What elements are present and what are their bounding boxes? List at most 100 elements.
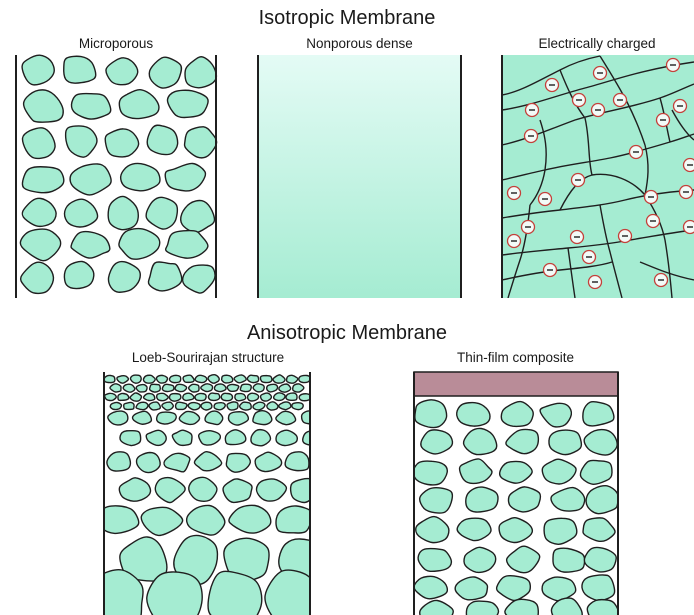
skin-pore bbox=[124, 402, 134, 409]
support-pore bbox=[507, 546, 540, 573]
support-pore bbox=[107, 452, 130, 471]
skin-pore bbox=[123, 384, 135, 392]
skin-pore bbox=[260, 376, 271, 383]
support-pore bbox=[194, 452, 221, 471]
skin-pore bbox=[267, 402, 278, 410]
support-pore bbox=[251, 430, 270, 446]
skin-pore bbox=[130, 375, 141, 383]
support-pore bbox=[155, 478, 185, 503]
negative-charge-icon bbox=[645, 191, 658, 204]
pore-particle bbox=[20, 229, 60, 261]
skin-pore bbox=[183, 375, 194, 382]
support-pore bbox=[291, 479, 320, 503]
skin-pore bbox=[162, 384, 174, 391]
support-pore bbox=[501, 402, 533, 427]
support-pore bbox=[506, 429, 538, 453]
negative-charge-icon bbox=[526, 104, 539, 117]
negative-charge-icon bbox=[589, 276, 602, 289]
pore-particle bbox=[66, 126, 97, 157]
pore-particle bbox=[146, 197, 177, 229]
skin-pore bbox=[274, 393, 285, 401]
support-pore bbox=[553, 548, 585, 572]
support-pore bbox=[466, 487, 498, 512]
microporous-particles bbox=[20, 55, 216, 293]
pore-particle bbox=[108, 262, 140, 293]
skin-pore bbox=[279, 402, 291, 410]
support-pore bbox=[587, 600, 618, 615]
negative-charge-icon bbox=[508, 187, 521, 200]
skin-pore bbox=[279, 384, 291, 392]
skin-pore bbox=[176, 402, 187, 409]
negative-charge-icon bbox=[684, 159, 694, 172]
support-pore bbox=[551, 488, 585, 511]
negative-charge-icon bbox=[667, 59, 680, 72]
support-pore bbox=[205, 411, 223, 424]
skin-pore bbox=[104, 375, 115, 382]
pore-particle bbox=[106, 58, 138, 85]
support-pore bbox=[89, 570, 143, 615]
support-pore bbox=[101, 506, 139, 534]
pore-particle bbox=[119, 229, 160, 260]
loeb-sourirajan-panel bbox=[89, 372, 325, 615]
support-pore bbox=[584, 548, 616, 572]
skin-pore bbox=[170, 375, 181, 382]
support-pore bbox=[457, 403, 490, 427]
pore-particle bbox=[147, 125, 177, 154]
pore-particle bbox=[181, 201, 215, 233]
loeb-sourirajan-particles bbox=[89, 375, 325, 615]
skin-pore bbox=[188, 403, 200, 410]
skin-pore bbox=[261, 393, 272, 401]
skin-pore bbox=[227, 402, 238, 410]
skin-pore bbox=[156, 375, 167, 383]
negative-charge-icon bbox=[572, 174, 585, 187]
negative-charge-icon bbox=[594, 67, 607, 80]
negative-charge-icon bbox=[525, 130, 538, 143]
skin-pore bbox=[240, 402, 252, 410]
negative-charge-icon bbox=[674, 100, 687, 113]
skin-pore bbox=[201, 402, 212, 410]
negative-charge-icon bbox=[647, 215, 660, 228]
support-pore bbox=[223, 479, 252, 503]
support-pore bbox=[420, 600, 454, 615]
support-pore bbox=[544, 518, 577, 544]
support-pore bbox=[508, 487, 540, 512]
support-pore bbox=[276, 506, 313, 533]
pore-particle bbox=[183, 265, 215, 293]
support-pore bbox=[413, 461, 447, 485]
support-pore bbox=[303, 430, 324, 445]
support-pore bbox=[285, 452, 309, 471]
support-pore bbox=[420, 488, 453, 513]
support-pore bbox=[189, 477, 217, 501]
support-pore bbox=[108, 411, 128, 425]
skin-pore bbox=[299, 394, 310, 401]
support-pore bbox=[179, 411, 199, 424]
skin-pore bbox=[286, 393, 297, 400]
skin-pore bbox=[247, 375, 258, 382]
support-pore bbox=[229, 412, 249, 425]
pore-particle bbox=[148, 262, 181, 291]
support-pore bbox=[276, 430, 297, 445]
skin-pore bbox=[287, 375, 298, 383]
negative-charge-icon bbox=[508, 235, 521, 248]
support-pore bbox=[229, 505, 271, 533]
support-pore bbox=[147, 572, 202, 615]
support-pore bbox=[584, 430, 617, 455]
pore-particle bbox=[119, 90, 159, 119]
skin-pore bbox=[234, 375, 246, 383]
support-pore bbox=[540, 403, 571, 427]
negative-charge-icon bbox=[571, 231, 584, 244]
skin-pore bbox=[117, 376, 128, 383]
skin-pore bbox=[221, 393, 232, 400]
skin-pore bbox=[118, 393, 129, 400]
skin-pore bbox=[195, 375, 207, 382]
pore-particle bbox=[64, 56, 96, 83]
skin-pore bbox=[240, 384, 251, 391]
pore-particle bbox=[22, 55, 54, 85]
negative-charge-icon bbox=[539, 193, 552, 206]
support-pore bbox=[137, 453, 161, 473]
pore-particle bbox=[105, 129, 138, 157]
support-pore bbox=[255, 452, 281, 471]
skin-pore bbox=[208, 375, 219, 383]
skin-pore bbox=[105, 393, 117, 400]
skin-pore bbox=[150, 384, 161, 392]
